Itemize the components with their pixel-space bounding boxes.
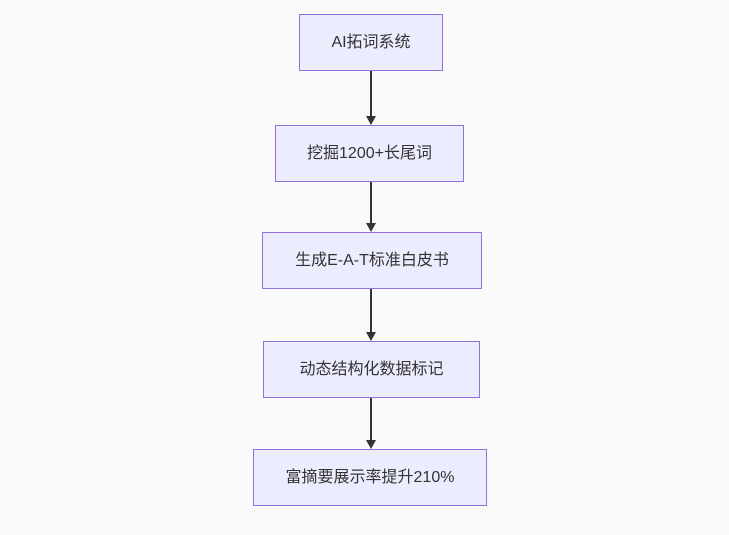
arrowhead-icon (366, 223, 376, 232)
node-label: 生成E-A-T标准白皮书 (295, 251, 449, 269)
flow-arrow-down (365, 182, 377, 232)
arrow-line (370, 71, 372, 117)
arrow-line (370, 182, 372, 224)
flowchart-node-longtail-keywords: 挖掘1200+长尾词 (275, 125, 464, 182)
node-label: 动态结构化数据标记 (299, 360, 444, 378)
arrow-line (370, 289, 372, 333)
node-label: 挖掘1200+长尾词 (307, 144, 432, 162)
arrowhead-icon (366, 440, 376, 449)
flow-arrow-down (365, 71, 377, 125)
flowchart-node-ai-system: AI拓词系统 (299, 14, 443, 71)
arrowhead-icon (366, 332, 376, 341)
arrowhead-icon (366, 116, 376, 125)
flowchart-node-eat-whitepaper: 生成E-A-T标准白皮书 (262, 232, 482, 289)
flow-arrow-down (365, 398, 377, 449)
flowchart-node-structured-data: 动态结构化数据标记 (263, 341, 480, 398)
flow-arrow-down (365, 289, 377, 341)
node-label: 富摘要展示率提升210% (285, 468, 455, 486)
node-label: AI拓词系统 (331, 33, 411, 51)
arrow-line (370, 398, 372, 441)
flowchart-node-rich-snippet-result: 富摘要展示率提升210% (253, 449, 487, 506)
